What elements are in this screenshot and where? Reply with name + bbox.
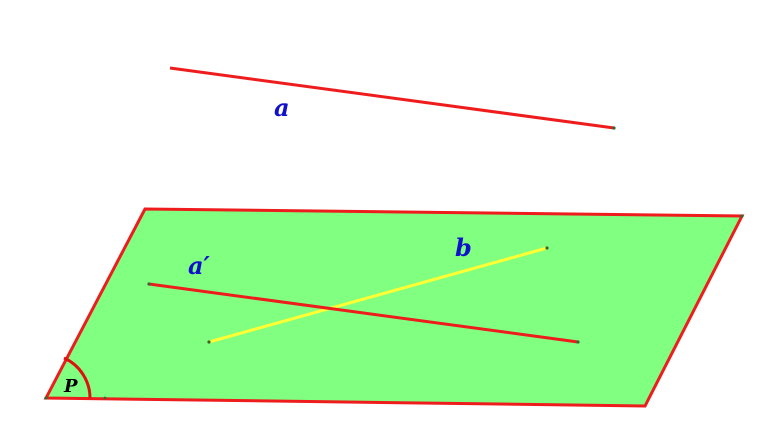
plane-vertex-top-right (740, 214, 744, 218)
plane-p (43, 207, 745, 408)
line-b (208, 246, 548, 344)
label-a-prime: a′ (188, 251, 211, 280)
plane-vertex-bottom-left (44, 396, 48, 400)
endpoint-b-left (207, 340, 211, 344)
endpoint-b-right (545, 246, 549, 250)
endpoint-a-prime-right (576, 340, 580, 344)
label-a: a (274, 93, 290, 122)
endpoint-a-prime-left (147, 282, 151, 286)
line-a (169, 66, 615, 130)
plane-angle-arc (63, 356, 92, 399)
line-a-prime (148, 282, 579, 344)
endpoint-a-right (612, 126, 616, 130)
angle-arc-end (103, 396, 107, 400)
label-b: b (455, 233, 472, 262)
label-plane-p: P (63, 376, 78, 397)
endpoint-markers (44, 126, 744, 400)
